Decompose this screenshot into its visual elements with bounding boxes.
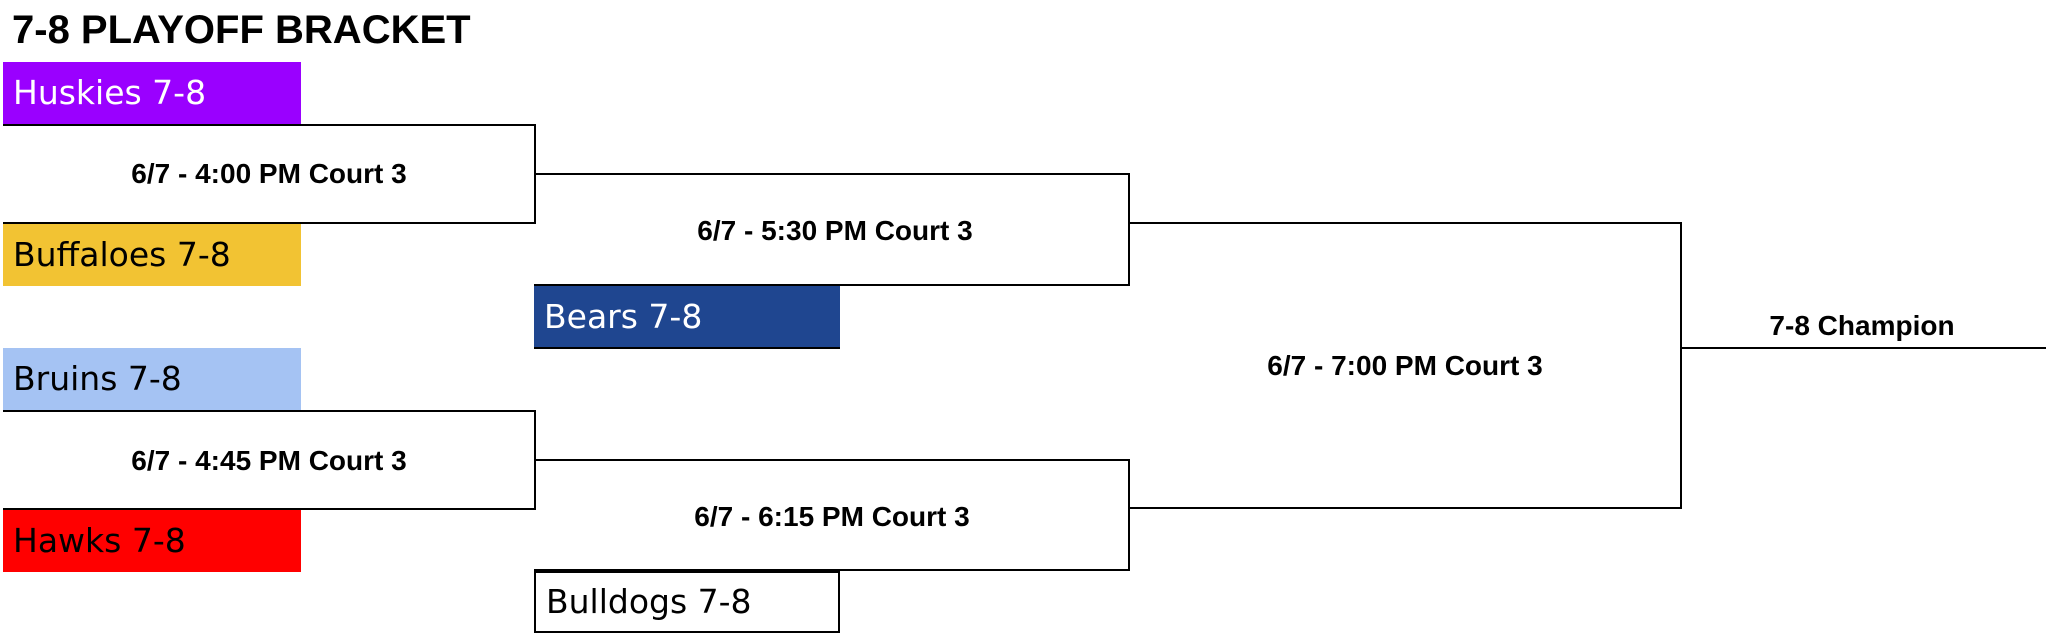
bracket-title: 7-8 PLAYOFF BRACKET: [12, 8, 471, 52]
team-slot-buffaloes: Buffaloes 7-8: [3, 224, 301, 286]
team-slot-bulldogs: Bulldogs 7-8: [534, 571, 840, 633]
bracket-line: [1128, 459, 1130, 571]
team-slot-huskies: Huskies 7-8: [3, 62, 301, 124]
bracket-line: [3, 124, 536, 126]
game-label-3: 6/7 - 5:30 PM Court 3: [697, 215, 973, 246]
game-label-4: 6/7 - 6:15 PM Court 3: [694, 501, 970, 532]
game-label-2: 6/7 - 4:45 PM Court 3: [131, 445, 407, 476]
bracket-line: [534, 284, 1130, 286]
bracket-line: [1128, 222, 1682, 224]
bracket-line: [1128, 507, 1682, 509]
bracket-line: [3, 222, 536, 224]
bracket-line: [3, 410, 536, 412]
team-slot-hawks: Hawks 7-8: [3, 510, 301, 572]
game-label-5: 6/7 - 7:00 PM Court 3: [1267, 350, 1543, 381]
game-label-1: 6/7 - 4:00 PM Court 3: [131, 158, 407, 189]
bracket-line: [1680, 222, 1682, 509]
bracket-line: [3, 508, 536, 510]
team-slot-bruins: Bruins 7-8: [3, 348, 301, 410]
bracket-line: [534, 459, 1130, 461]
bracket-line: [534, 569, 1130, 571]
team-slot-bears: Bears 7-8: [534, 286, 840, 348]
bracket-line: [1128, 173, 1130, 286]
champion-label: 7-8 Champion: [1769, 310, 1955, 341]
bracket-line: [534, 347, 840, 349]
bracket-line: [534, 173, 1130, 175]
bracket-line: [1680, 347, 2046, 349]
